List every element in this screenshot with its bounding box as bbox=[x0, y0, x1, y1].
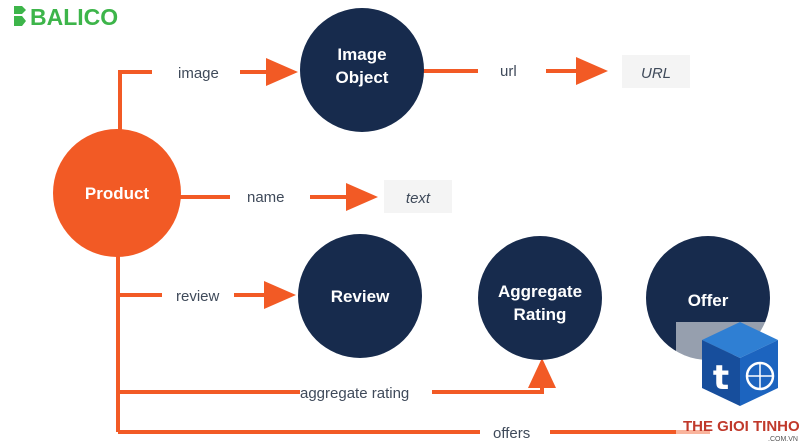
edge-label-image: image bbox=[178, 65, 219, 82]
review-node-label: Review bbox=[331, 287, 390, 306]
url-value-label: URL bbox=[641, 65, 671, 82]
watermark: t THE GIOI TINHOC .COM.VN bbox=[676, 322, 800, 445]
image-object-node bbox=[300, 8, 424, 132]
balico-logo-icon bbox=[14, 6, 26, 26]
arrowhead-name bbox=[346, 183, 378, 211]
edge-label-name: name bbox=[247, 189, 285, 206]
brand-logo-text: BALICO bbox=[30, 4, 118, 30]
image-object-node-label-line1: Image bbox=[337, 45, 386, 64]
edge-label-url: url bbox=[500, 63, 517, 80]
arrowhead-aggregate-rating bbox=[528, 358, 556, 388]
edge-label-offers: offers bbox=[493, 425, 530, 442]
watermark-subtext: .COM.VN bbox=[768, 436, 798, 443]
edge-label-review: review bbox=[176, 288, 220, 305]
balico-logo: BALICO bbox=[14, 4, 118, 30]
svg-text:t: t bbox=[713, 358, 729, 398]
watermark-text: THE GIOI TINHOC bbox=[683, 418, 800, 435]
review-node bbox=[298, 234, 422, 358]
aggregate-rating-node bbox=[478, 236, 602, 360]
edge-line-image-vertical bbox=[118, 70, 152, 132]
arrowheads bbox=[264, 57, 608, 388]
text-value-box bbox=[384, 180, 452, 213]
product-node bbox=[53, 129, 181, 257]
edge-line-aggregate-end bbox=[432, 372, 544, 394]
product-node-label: Product bbox=[85, 184, 150, 203]
edge-label-aggregate-rating: aggregate rating bbox=[300, 385, 409, 402]
image-object-node-label-line2: Object bbox=[336, 68, 389, 87]
arrowhead-review bbox=[264, 281, 296, 309]
offer-node-label: Offer bbox=[688, 291, 729, 310]
aggregate-rating-node-label-line1: Aggregate bbox=[498, 282, 582, 301]
url-value-box bbox=[622, 55, 690, 88]
watermark-cube-icon: t bbox=[702, 322, 778, 406]
arrowhead-url bbox=[576, 57, 608, 85]
aggregate-rating-node-label-line2: Rating bbox=[514, 305, 567, 324]
connector-lines bbox=[116, 69, 710, 434]
arrowhead-image bbox=[266, 58, 298, 86]
text-value-label: text bbox=[406, 190, 431, 207]
